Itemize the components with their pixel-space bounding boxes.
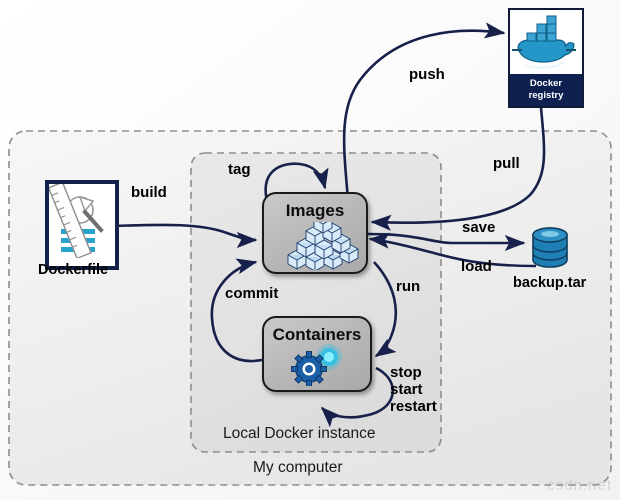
docker-whale-icon bbox=[512, 15, 576, 69]
edge-label-push: push bbox=[409, 66, 445, 83]
gear-icon bbox=[291, 344, 342, 386]
edge-label-lifecycle: stop start restart bbox=[390, 364, 437, 415]
edge-label-run: run bbox=[396, 278, 421, 295]
node-docker-registry: Docker registry bbox=[508, 8, 584, 108]
edge-label-tag: tag bbox=[228, 161, 251, 178]
document-ruler-compass-icon bbox=[49, 184, 104, 258]
node-containers: Containers bbox=[262, 316, 372, 392]
node-label-docker-registry: Docker registry bbox=[510, 74, 582, 106]
edge-label-load: load bbox=[461, 258, 492, 275]
watermark: csdn.net bbox=[547, 477, 612, 494]
edge-label-pull: pull bbox=[493, 155, 520, 172]
cube-pyramid-icon bbox=[287, 222, 359, 270]
node-backup-tar bbox=[528, 226, 572, 277]
edge-label-build: build bbox=[131, 184, 167, 201]
node-dockerfile-document bbox=[45, 180, 119, 270]
node-images: Images bbox=[262, 192, 368, 274]
edge-label-commit: commit bbox=[225, 285, 279, 302]
region-label-local-docker-instance: Local Docker instance bbox=[223, 425, 376, 442]
node-label-containers: Containers bbox=[272, 325, 362, 344]
database-cylinder-icon bbox=[532, 227, 568, 268]
node-label-dockerfile: Dockerfile bbox=[38, 262, 109, 278]
node-label-images: Images bbox=[285, 201, 345, 220]
region-label-my-computer: My computer bbox=[253, 459, 343, 476]
edge-label-save: save bbox=[462, 219, 496, 236]
node-label-backup-tar: backup.tar bbox=[513, 275, 587, 291]
